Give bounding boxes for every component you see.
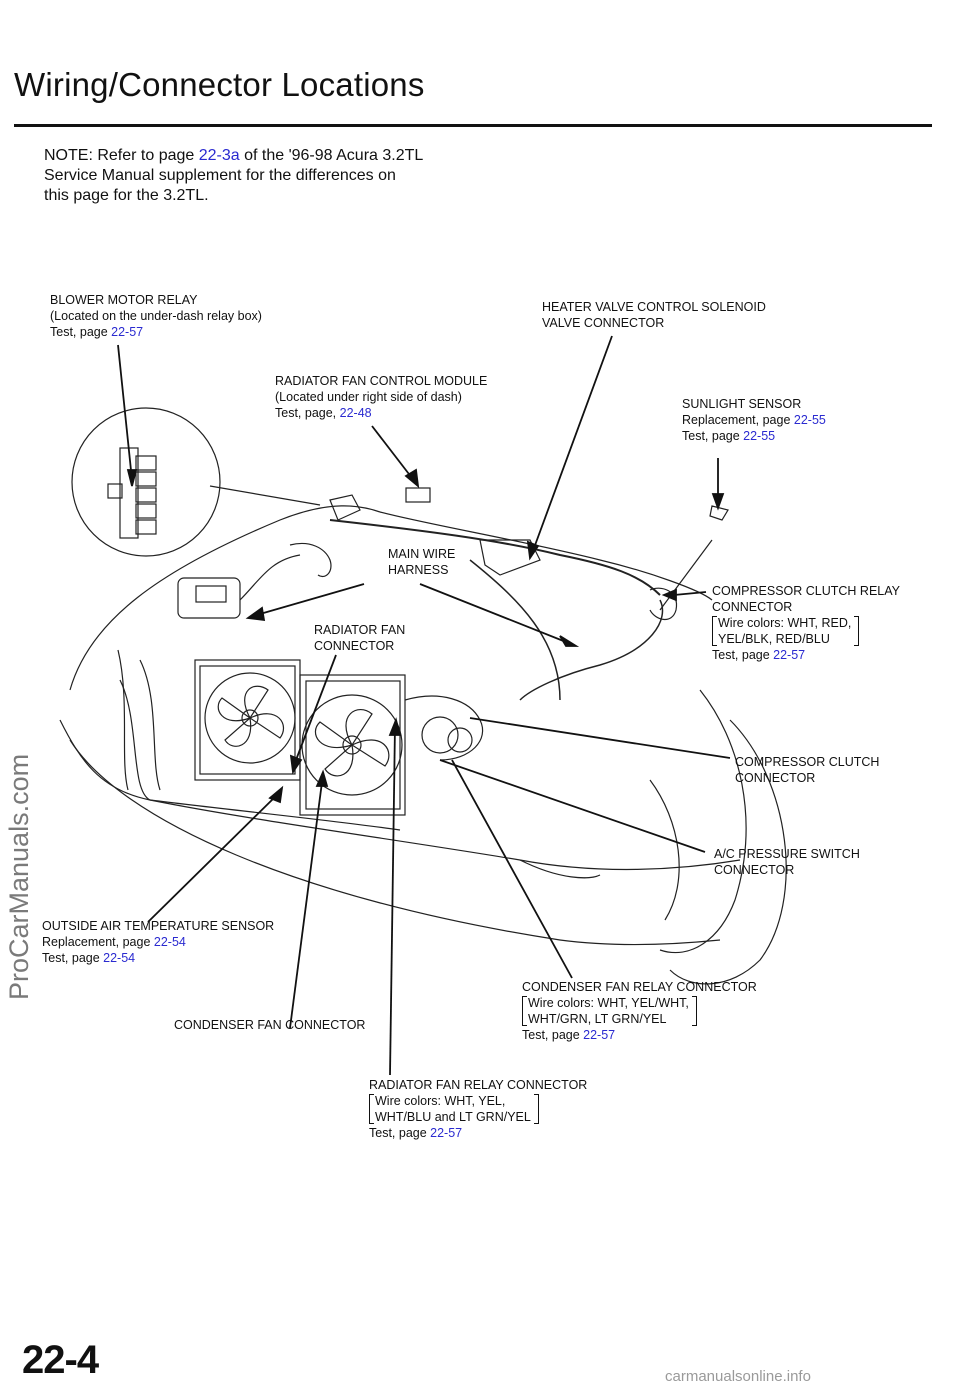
- page-number: 22-4: [22, 1338, 99, 1382]
- sunlight-line1: SUNLIGHT SENSOR: [682, 397, 802, 411]
- comp-relay-wire-colors: Wire colors: WHT, RED, YEL/BLK, RED/BLU: [712, 615, 860, 647]
- comp-relay-wire1: Wire colors: WHT, RED,: [718, 616, 852, 630]
- sunlight-repl-link[interactable]: 22-55: [793, 413, 826, 427]
- footer-watermark: carmanualsonline.info: [665, 1368, 811, 1385]
- module-test-link[interactable]: 22-48: [339, 406, 372, 420]
- heater-line2: VALVE CONNECTOR: [542, 316, 665, 330]
- label-outside-air-temp-sensor: OUTSIDE AIR TEMPERATURE SENSOR Replaceme…: [42, 918, 274, 966]
- rad-fan-line2: CONNECTOR: [314, 639, 395, 653]
- label-compressor-clutch-relay: COMPRESSOR CLUTCH RELAY CONNECTOR Wire c…: [712, 583, 900, 663]
- label-compressor-clutch-connector: COMPRESSOR CLUTCH CONNECTOR: [735, 754, 879, 786]
- module-line2: (Located under right side of dash): [275, 390, 462, 404]
- module-test: Test, page, 22-48: [275, 405, 487, 421]
- rad-relay-test: Test, page 22-57: [369, 1125, 587, 1141]
- outside-air-repl-link[interactable]: 22-54: [153, 935, 186, 949]
- cond-relay-wire2: WHT/GRN, LT GRN/YEL: [528, 1012, 667, 1026]
- outside-air-test-prefix: Test, page: [42, 951, 104, 965]
- label-radiator-fan-connector: RADIATOR FAN CONNECTOR: [314, 622, 405, 654]
- comp-relay-test-link[interactable]: 22-57: [773, 648, 806, 662]
- outside-air-test: Test, page 22-54: [42, 950, 274, 966]
- label-condenser-fan-relay: CONDENSER FAN RELAY CONNECTOR Wire color…: [522, 979, 757, 1043]
- cond-relay-wire1: Wire colors: WHT, YEL/WHT,: [528, 996, 689, 1010]
- note-link[interactable]: 22-3a: [198, 147, 240, 164]
- rad-fan-line1: RADIATOR FAN: [314, 623, 406, 637]
- comp-relay-wire2: YEL/BLK, RED/BLU: [718, 632, 830, 646]
- label-radiator-fan-control-module: RADIATOR FAN CONTROL MODULE (Located und…: [275, 373, 487, 421]
- side-watermark: ProCarManuals.com: [4, 753, 34, 1000]
- page-title: Wiring/Connector Locations: [14, 66, 425, 103]
- label-condenser-fan-connector: CONDENSER FAN CONNECTOR: [174, 1017, 365, 1033]
- blower-test-prefix: Test, page: [50, 325, 112, 339]
- cond-relay-test-prefix: Test, page: [522, 1028, 584, 1042]
- rad-relay-line1: RADIATOR FAN RELAY CONNECTOR: [369, 1078, 588, 1092]
- comp-clutch-line1: COMPRESSOR CLUTCH: [735, 755, 880, 769]
- note-paragraph: NOTE: Refer to page 22-3a of the '96-98 …: [44, 146, 424, 206]
- cond-relay-line1: CONDENSER FAN RELAY CONNECTOR: [522, 980, 757, 994]
- rad-relay-test-prefix: Test, page: [369, 1126, 431, 1140]
- rad-relay-wire-colors: Wire colors: WHT, YEL, WHT/BLU and LT GR…: [369, 1093, 539, 1125]
- sunlight-test-link[interactable]: 22-55: [743, 429, 776, 443]
- note-prefix: NOTE: Refer to page: [44, 147, 199, 164]
- main-wire-line2: HARNESS: [388, 563, 449, 577]
- cond-relay-test: Test, page 22-57: [522, 1027, 757, 1043]
- title-rule: [14, 124, 932, 127]
- cond-fan-line1: CONDENSER FAN CONNECTOR: [174, 1018, 366, 1032]
- comp-clutch-line2: CONNECTOR: [735, 771, 816, 785]
- comp-relay-line2: CONNECTOR: [712, 600, 793, 614]
- label-blower-motor-relay: BLOWER MOTOR RELAY (Located on the under…: [50, 292, 262, 340]
- note-suffix: of the '96-98 Acura 3.2TL Service Manual…: [44, 147, 423, 204]
- sunlight-repl: Replacement, page 22-55: [682, 412, 826, 428]
- main-wire-line1: MAIN WIRE: [388, 547, 456, 561]
- module-line1: RADIATOR FAN CONTROL MODULE: [275, 374, 488, 388]
- comp-relay-line1: COMPRESSOR CLUTCH RELAY: [712, 584, 900, 598]
- label-sunlight-sensor: SUNLIGHT SENSOR Replacement, page 22-55 …: [682, 396, 826, 444]
- label-main-wire-harness: MAIN WIRE HARNESS: [388, 546, 455, 578]
- cond-relay-wire-colors: Wire colors: WHT, YEL/WHT, WHT/GRN, LT G…: [522, 995, 697, 1027]
- blower-test: Test, page 22-57: [50, 324, 262, 340]
- sunlight-test: Test, page 22-55: [682, 428, 826, 444]
- comp-relay-test-prefix: Test, page: [712, 648, 774, 662]
- comp-relay-test: Test, page 22-57: [712, 647, 900, 663]
- outside-air-repl-prefix: Replacement, page: [42, 935, 154, 949]
- rad-relay-wire1: Wire colors: WHT, YEL,: [375, 1094, 506, 1108]
- ac-pressure-line2: CONNECTOR: [714, 863, 795, 877]
- outside-air-line1: OUTSIDE AIR TEMPERATURE SENSOR: [42, 919, 275, 933]
- sunlight-test-prefix: Test, page: [682, 429, 744, 443]
- outside-air-test-link[interactable]: 22-54: [103, 951, 136, 965]
- outside-air-repl: Replacement, page 22-54: [42, 934, 274, 950]
- module-test-prefix: Test, page,: [275, 406, 340, 420]
- label-heater-valve: HEATER VALVE CONTROL SOLENOID VALVE CONN…: [542, 299, 766, 331]
- blower-test-link[interactable]: 22-57: [111, 325, 144, 339]
- blower-line1: BLOWER MOTOR RELAY: [50, 293, 198, 307]
- ac-pressure-line1: A/C PRESSURE SWITCH: [714, 847, 860, 861]
- cond-relay-test-link[interactable]: 22-57: [583, 1028, 616, 1042]
- rad-relay-test-link[interactable]: 22-57: [430, 1126, 463, 1140]
- blower-line2: (Located on the under-dash relay box): [50, 309, 262, 323]
- heater-line1: HEATER VALVE CONTROL SOLENOID: [542, 300, 766, 314]
- sunlight-repl-prefix: Replacement, page: [682, 413, 794, 427]
- label-ac-pressure-switch: A/C PRESSURE SWITCH CONNECTOR: [714, 846, 860, 878]
- label-radiator-fan-relay: RADIATOR FAN RELAY CONNECTOR Wire colors…: [369, 1077, 587, 1141]
- rad-relay-wire2: WHT/BLU and LT GRN/YEL: [375, 1110, 531, 1124]
